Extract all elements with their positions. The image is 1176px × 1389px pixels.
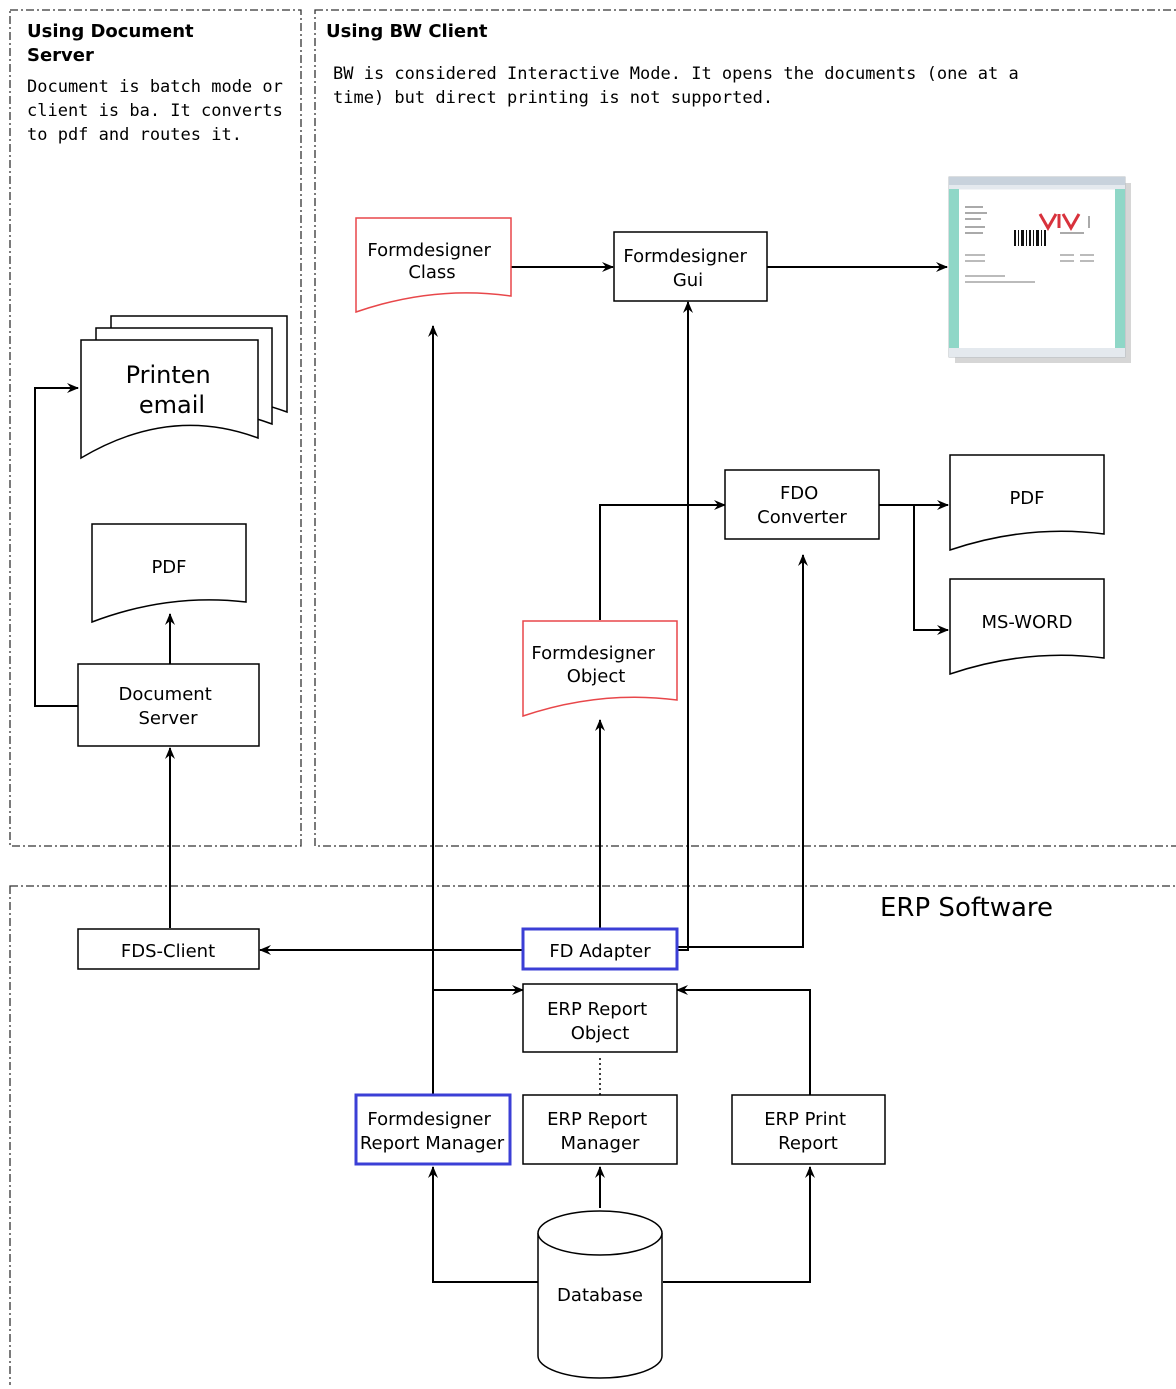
- erp-report-object-line-1: ERP Report: [547, 999, 647, 1020]
- erp-print-report-label: ERP Print Report: [764, 1109, 852, 1154]
- document-server-description: Document is batch mode or client is ba. …: [27, 77, 283, 145]
- fdo-converter-line-1: FDO: [780, 483, 818, 504]
- printen-line-2: email: [139, 391, 205, 419]
- erp-report-object-line-2: Object: [571, 1023, 630, 1044]
- fd-class-line-1: Formdesigner: [367, 240, 491, 261]
- fd-object-label: Formdesigner Object: [531, 643, 660, 687]
- fds-client-box: [77, 928, 260, 970]
- fd-report-manager-label: Formdesigner Report Manager: [360, 1109, 505, 1154]
- fdo-converter-box: [724, 469, 880, 540]
- fdo-converter-label: FDO Converter: [757, 483, 847, 528]
- erp-report-manager-line-2: Manager: [561, 1133, 640, 1154]
- connector-object-to-converter: [599, 500, 726, 620]
- document-preview-screenshot: [948, 176, 1131, 363]
- document-server-line-1: Document: [119, 684, 212, 705]
- connector-converter-to-word: [913, 505, 949, 635]
- document-server-title: Using Document Server: [27, 21, 194, 66]
- fds-client-label: FDS-Client: [121, 941, 215, 962]
- fd-object-line-1: Formdesigner: [531, 643, 655, 664]
- ds-pdf-document: [91, 523, 247, 624]
- fd-gui-line-1: Formdesigner: [623, 246, 747, 267]
- erp-software-title: ERP Software: [880, 893, 1054, 923]
- fd-object-document: [522, 620, 678, 718]
- preview-barcode: [1014, 230, 1046, 246]
- fd-gui-box: [613, 231, 768, 302]
- output-pdf-document: [949, 454, 1105, 552]
- printen-email-document: [80, 315, 288, 460]
- fd-object-line-2: Object: [567, 666, 626, 687]
- database-label: Database: [557, 1285, 643, 1306]
- connector-server-to-printen: [34, 383, 79, 707]
- fd-report-manager-box: [354, 1093, 512, 1166]
- erp-print-report-box: [731, 1094, 886, 1165]
- fd-class-document: [355, 217, 512, 314]
- printen-line-1: Printen: [126, 361, 211, 389]
- document-server-label: Document Server: [119, 684, 218, 729]
- preview-logo: [1038, 213, 1081, 232]
- fd-class-label: Formdesigner Class: [367, 240, 496, 283]
- bw-client-section: [314, 9, 1176, 847]
- output-word-label: MS-WORD: [981, 612, 1072, 633]
- fd-report-manager-line-1: Formdesigner: [367, 1109, 491, 1130]
- fd-report-manager-line-2: Report Manager: [360, 1133, 505, 1154]
- erp-report-object-label: ERP Report Object: [547, 999, 653, 1044]
- fd-adapter-label: FD Adapter: [549, 941, 651, 962]
- erp-report-manager-box: [522, 1094, 678, 1165]
- fd-adapter-box: [521, 927, 679, 971]
- fd-gui-label: Formdesigner Gui: [623, 246, 752, 291]
- document-server-section: [9, 9, 302, 847]
- connectors: [34, 262, 949, 1283]
- bw-client-title: Using BW Client: [326, 21, 488, 42]
- output-word-document: [949, 578, 1105, 676]
- connector-print-to-report-object: [676, 985, 811, 1095]
- fdo-converter-line-2: Converter: [757, 507, 847, 528]
- erp-report-object-box: [522, 983, 678, 1053]
- connector-adapter-to-gui: [677, 301, 693, 951]
- connector-db-to-fd-manager: [428, 1166, 538, 1283]
- erp-print-report-line-2: Report: [778, 1133, 838, 1154]
- bw-client-description: BW is considered Interactive Mode. It op…: [333, 64, 1019, 108]
- connector-db-to-print: [663, 1166, 815, 1283]
- erp-print-report-line-1: ERP Print: [764, 1109, 846, 1130]
- document-server-line-2: Server: [138, 708, 198, 729]
- erp-report-manager-label: ERP Report Manager: [547, 1109, 653, 1154]
- fd-class-line-2: Class: [408, 262, 455, 283]
- printen-label: Printen email: [126, 361, 219, 419]
- database-cylinder: [537, 1210, 663, 1379]
- erp-report-manager-line-1: ERP Report: [547, 1109, 647, 1130]
- document-server-box: [77, 663, 260, 747]
- ds-pdf-label: PDF: [151, 557, 186, 578]
- connector-adapter-to-converter: [677, 554, 808, 948]
- erp-software-section: [9, 885, 1176, 1389]
- output-pdf-label: PDF: [1009, 488, 1044, 509]
- fd-gui-line-2: Gui: [673, 270, 703, 291]
